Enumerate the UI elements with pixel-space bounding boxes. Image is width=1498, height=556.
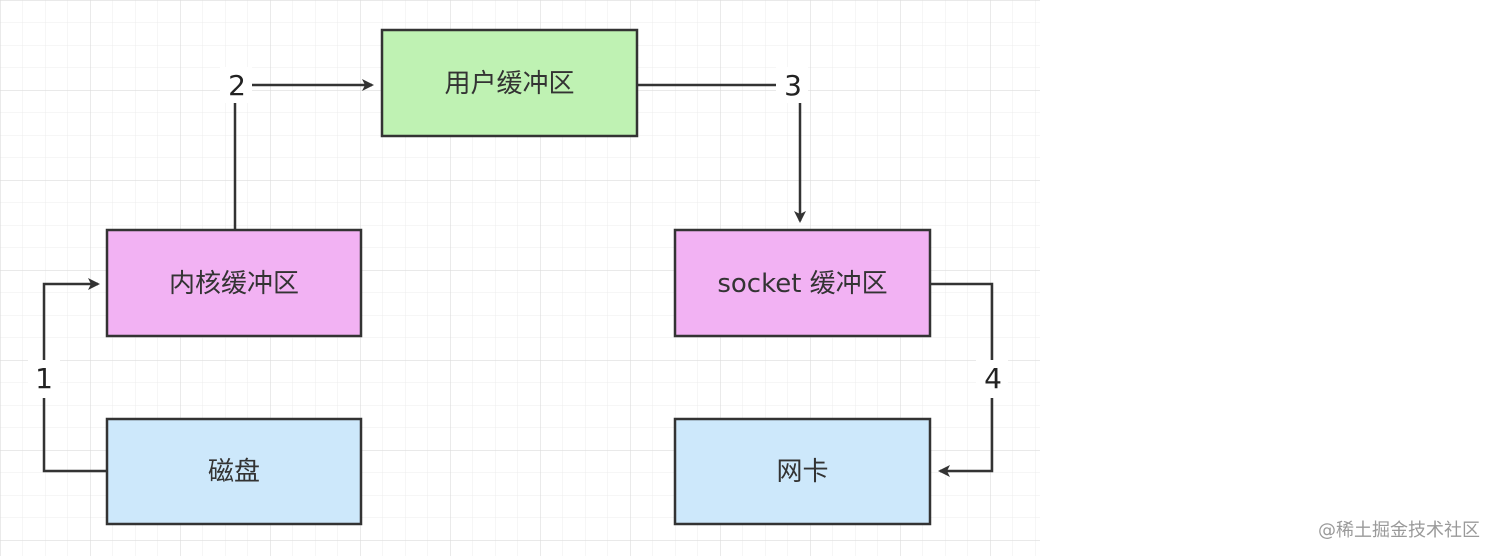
node-disk: 磁盘 <box>105 417 363 526</box>
node-nic: 网卡 <box>673 417 932 526</box>
node-user-buffer-label: 用户缓冲区 <box>444 69 574 99</box>
node-kernel-buffer: 内核缓冲区 <box>105 228 363 338</box>
node-kernel-buffer-label: 内核缓冲区 <box>169 269 299 299</box>
node-socket-buffer: socket 缓冲区 <box>673 228 932 338</box>
watermark: @稀土掘金技术社区 <box>1318 520 1480 541</box>
node-user-buffer: 用户缓冲区 <box>380 28 639 138</box>
edge-label-2: 2 <box>228 69 246 102</box>
node-nic-label: 网卡 <box>776 457 828 487</box>
edge-label-3: 3 <box>784 69 802 102</box>
node-disk-label: 磁盘 <box>208 457 260 487</box>
edge-label-4: 4 <box>984 362 1002 395</box>
edge-label-1: 1 <box>35 362 53 395</box>
node-socket-buffer-label: socket 缓冲区 <box>717 269 887 299</box>
